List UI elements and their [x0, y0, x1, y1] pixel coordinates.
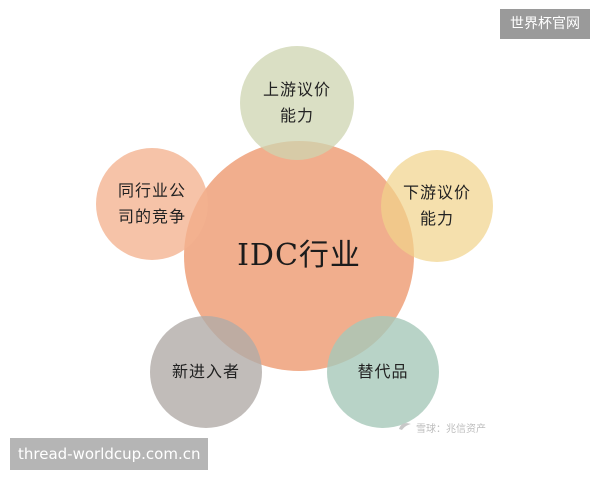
source-watermark-text: 雪球：兆信资产 — [416, 424, 486, 435]
substitutes-label: 替代品 — [357, 362, 409, 382]
supplier-power-label: 上游议价 能力 — [262, 80, 331, 125]
industry-rivalry-label: 同行业公 司的竞争 — [117, 181, 186, 226]
buyer-power-circle: 下游议价 能力 — [381, 150, 493, 262]
snowball-logo-icon — [398, 421, 412, 434]
new-entrants-circle: 新进入者 — [150, 316, 262, 428]
corner-watermark: 世界杯官网 — [500, 9, 590, 39]
new-entrants-label: 新进入者 — [171, 362, 240, 382]
substitutes-circle: 替代品 — [327, 316, 439, 428]
supplier-power-circle: 上游议价 能力 — [240, 46, 354, 160]
url-watermark: thread-worldcup.com.cn — [10, 438, 209, 470]
source-watermark: 雪球：兆信资产 — [398, 420, 486, 435]
center-label: IDC行业 — [237, 238, 361, 273]
buyer-power-label: 下游议价 能力 — [402, 183, 471, 228]
industry-rivalry-circle: 同行业公 司的竞争 — [96, 148, 208, 260]
